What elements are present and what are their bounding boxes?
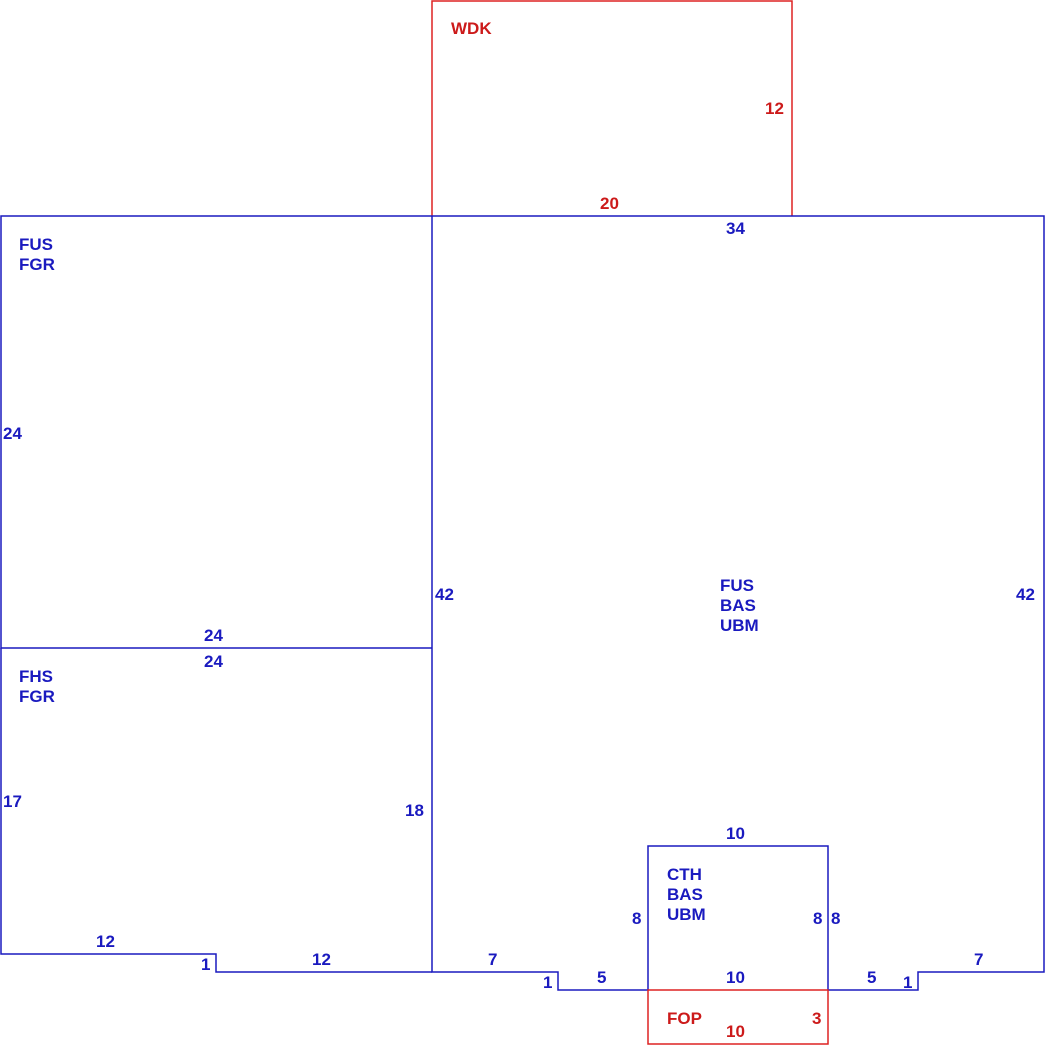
half-story-code-1: FHS: [19, 667, 53, 686]
garage-dim-bottom: 24: [204, 626, 223, 645]
cth-code-1: CTH: [667, 865, 702, 884]
garage-outline: [0, 215, 432, 649]
cth-dim-right-outer: 8: [831, 909, 840, 928]
main-dim-bottom-left-b: 5: [597, 968, 606, 987]
garage-code-1: FUS: [19, 235, 53, 254]
half-story-outline: [0, 648, 432, 973]
main-dim-top: 34: [726, 219, 745, 238]
cth-dim-left: 8: [632, 909, 641, 928]
fop-code: FOP: [667, 1009, 702, 1028]
cth-outline: [647, 845, 829, 990]
main-dim-right: 42: [1016, 585, 1035, 604]
main-dim-left: 42: [435, 585, 454, 604]
half-story-dim-bottom-left: 12: [96, 932, 115, 951]
cth-dim-bottom: 10: [726, 968, 745, 987]
wdk-code: WDK: [451, 19, 492, 38]
main-dim-bottom-left-a: 7: [488, 950, 497, 969]
half-story-dim-jog: 1: [201, 955, 210, 974]
cth-code-3: UBM: [667, 905, 706, 924]
half-story-code-2: FGR: [19, 687, 55, 706]
half-story-dim-bottom-right: 12: [312, 950, 331, 969]
wdk-dim-right: 12: [765, 99, 784, 118]
wdk-outline: [431, 0, 793, 216]
garage-code-2: FGR: [19, 255, 55, 274]
main-code-2: BAS: [720, 596, 756, 615]
garage-dim-left: 24: [3, 424, 22, 443]
half-story-dim-top: 24: [204, 652, 223, 671]
fop-dim-bottom: 10: [726, 1022, 745, 1041]
main-dim-bottom-right-a: 5: [867, 968, 876, 987]
half-story-dim-left: 17: [3, 792, 22, 811]
wdk-dim-bottom: 20: [600, 194, 619, 213]
cth-dim-top: 10: [726, 824, 745, 843]
cth-dim-right-inner: 8: [813, 909, 822, 928]
main-code-1: FUS: [720, 576, 754, 595]
main-code-3: UBM: [720, 616, 759, 635]
main-dim-jog-right: 1: [903, 973, 912, 992]
main-dim-bottom-right-b: 7: [974, 950, 983, 969]
fop-dim-right: 3: [812, 1009, 821, 1028]
cth-code-2: BAS: [667, 885, 703, 904]
main-outline: [431, 215, 1045, 991]
fop-outline: [647, 989, 829, 1045]
main-dim-jog-left: 1: [543, 973, 552, 992]
half-story-dim-right: 18: [405, 801, 424, 820]
